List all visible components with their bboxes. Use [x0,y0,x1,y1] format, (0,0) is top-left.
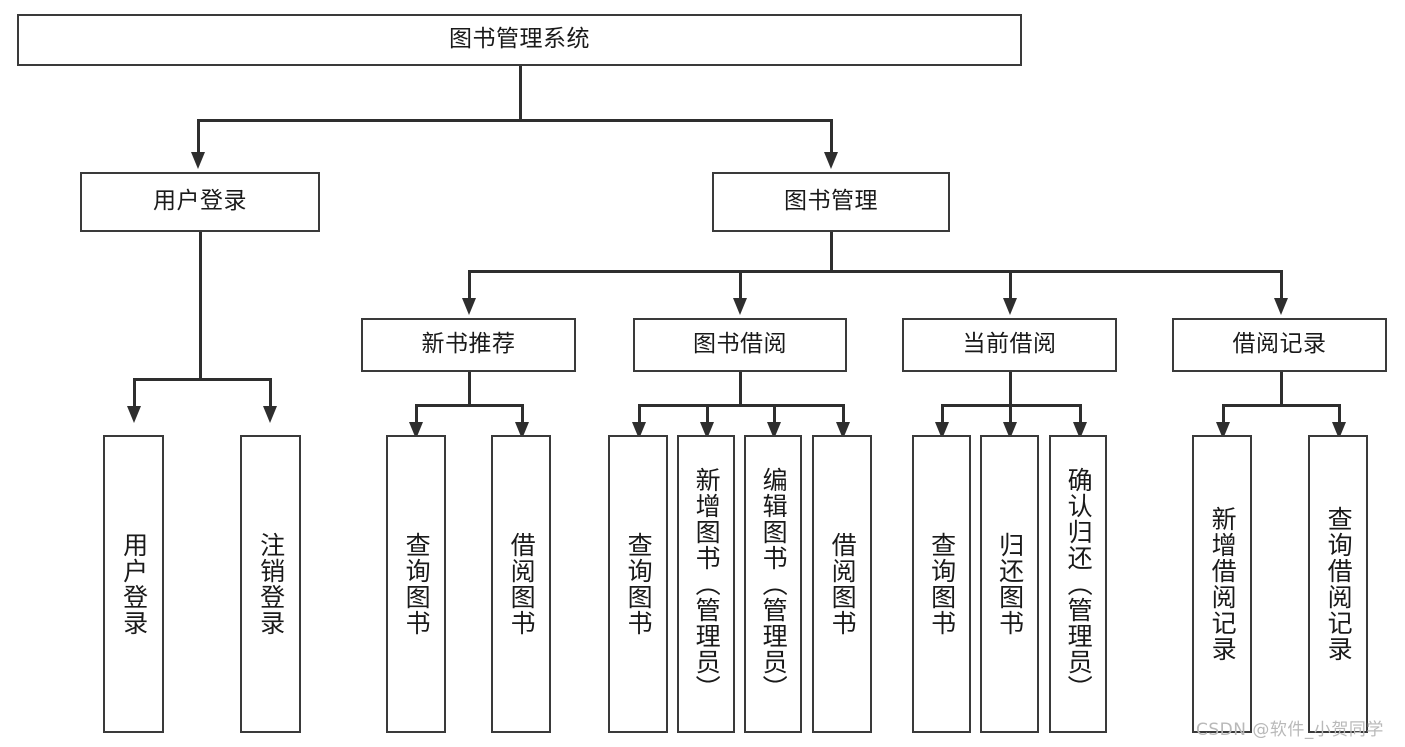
arrow-book-mgmt-child-1 [462,298,476,315]
node-label: 归还图书 [995,532,1025,636]
arrow-book-mgmt-child-3 [1003,298,1017,315]
arrow-to-user-login [191,152,205,169]
leaf-current-confirm-return[interactable]: 确认归还（管理员） [1049,435,1107,733]
connector-to-book-mgmt [830,119,833,154]
node-borrow-records[interactable]: 借阅记录 [1172,318,1387,372]
leaf-recommend-borrow-book[interactable]: 借阅图书 [491,435,551,733]
arrow-user-login-child-2 [263,406,277,423]
watermark-text: CSDN @软件_小贺同学 [1196,720,1384,740]
node-label: 查询借阅记录 [1324,506,1354,662]
connector-user-login-child-1 [133,378,136,408]
connector-current-stem [1009,372,1012,406]
node-label: 图书管理 [784,188,878,215]
connector-book-mgmt-child-1 [468,270,471,300]
leaf-borrow-add-book[interactable]: 新增图书（管理员） [677,435,735,733]
arrow-user-login-child-1 [127,406,141,423]
node-user-login[interactable]: 用户登录 [80,172,320,232]
node-new-book-recommend[interactable]: 新书推荐 [361,318,576,372]
connector-recommend-child-2 [521,404,524,426]
arrow-borrow-child-4 [836,422,850,439]
connector-borrow-child-4 [842,404,845,426]
node-label: 借阅记录 [1232,331,1327,358]
connector-borrow-stem [739,372,742,406]
arrow-current-child-1 [935,422,949,439]
node-label: 用户登录 [153,188,247,215]
node-label: 新增借阅记录 [1208,506,1238,662]
connector-recommend-bar [415,404,523,407]
arrow-borrow-child-2 [700,422,714,439]
leaf-current-query-book[interactable]: 查询图书 [912,435,971,733]
connector-current-child-1 [941,404,944,426]
node-current-borrow[interactable]: 当前借阅 [902,318,1117,372]
arrow-borrow-child-3 [767,422,781,439]
arrow-recommend-child-1 [409,422,423,439]
leaf-user-login-logout[interactable]: 注销登录 [240,435,301,733]
leaf-current-return-book[interactable]: 归还图书 [980,435,1039,733]
connector-records-bar [1222,404,1340,407]
node-label: 图书借阅 [693,331,787,358]
connector-user-login-child-2 [269,378,272,408]
arrow-book-mgmt-child-2 [733,298,747,315]
connector-recommend-stem [468,372,471,406]
node-label: 当前借阅 [962,331,1057,358]
arrow-borrow-child-1 [632,422,646,439]
connector-root-stem [519,66,522,120]
connector-records-child-2 [1338,404,1341,426]
connector-user-login-bar [133,378,271,381]
connector-user-login-stem [199,232,202,380]
connector-borrow-bar [638,404,842,407]
connector-records-child-1 [1222,404,1225,426]
connector-records-stem [1280,372,1283,406]
node-book-borrow[interactable]: 图书借阅 [633,318,847,372]
connector-borrow-child-1 [638,404,641,426]
arrow-to-book-mgmt [824,152,838,169]
leaf-borrow-borrow-book[interactable]: 借阅图书 [812,435,872,733]
node-label: 注销登录 [256,532,286,636]
node-book-management[interactable]: 图书管理 [712,172,950,232]
connector-current-child-2 [1009,404,1012,426]
connector-current-child-3 [1079,404,1082,426]
node-label: 借阅图书 [828,532,858,636]
connector-book-mgmt-child-4 [1280,270,1283,300]
connector-borrow-child-2 [706,404,709,426]
node-label: 查询图书 [624,532,654,636]
connector-book-mgmt-bar [468,270,1280,273]
connector-to-user-login [197,119,200,154]
node-label: 新书推荐 [421,331,516,358]
connector-borrow-child-3 [773,404,776,426]
node-label: 图书管理系统 [449,26,590,53]
leaf-records-query-record[interactable]: 查询借阅记录 [1308,435,1368,733]
arrow-recommend-child-2 [515,422,529,439]
connector-root-bar [197,119,833,122]
leaf-borrow-edit-book[interactable]: 编辑图书（管理员） [744,435,802,733]
node-label: 新增图书（管理员） [692,467,722,701]
connector-recommend-child-1 [415,404,418,426]
connector-book-mgmt-child-3 [1009,270,1012,300]
arrow-records-child-1 [1216,422,1230,439]
node-label: 编辑图书（管理员） [759,467,789,701]
arrow-records-child-2 [1332,422,1346,439]
arrow-current-child-2 [1003,422,1017,439]
leaf-recommend-query-book[interactable]: 查询图书 [386,435,446,733]
node-label: 查询图书 [927,532,957,636]
leaf-borrow-query-book[interactable]: 查询图书 [608,435,668,733]
connector-book-mgmt-child-2 [739,270,742,300]
leaf-user-login-login[interactable]: 用户登录 [103,435,164,733]
arrow-book-mgmt-child-4 [1274,298,1288,315]
node-label: 确认归还（管理员） [1064,467,1094,701]
node-label: 借阅图书 [507,532,537,636]
arrow-current-child-3 [1073,422,1087,439]
node-root-system[interactable]: 图书管理系统 [17,14,1022,66]
node-label: 查询图书 [402,532,432,636]
connector-book-mgmt-stem [830,232,833,272]
node-label: 用户登录 [119,532,149,636]
leaf-records-add-record[interactable]: 新增借阅记录 [1192,435,1252,733]
